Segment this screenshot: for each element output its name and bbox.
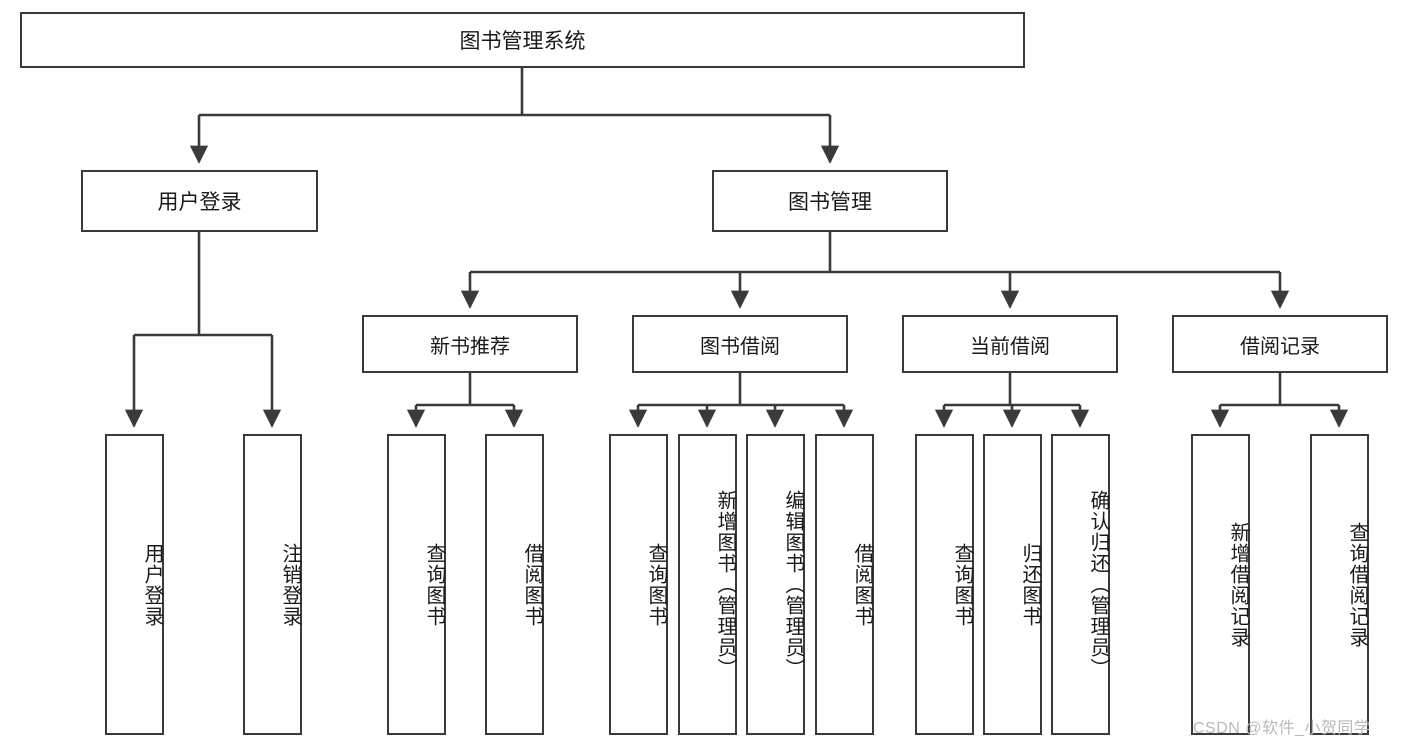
node-leaf-query-book-2-label: 查询图书 xyxy=(645,542,667,627)
node-leaf-edit-book-label: 编辑图书（管理员） xyxy=(782,490,804,679)
node-leaf-query-record-label: 查询借阅记录 xyxy=(1346,521,1368,648)
node-new-book-recommend-label: 新书推荐 xyxy=(430,335,510,358)
node-leaf-borrow-book-2-label: 借阅图书 xyxy=(851,542,873,627)
node-leaf-user-login-label: 用户登录 xyxy=(141,542,163,627)
node-leaf-user-logout[interactable]: 注销登录 xyxy=(243,434,302,735)
node-leaf-add-book[interactable]: 新增图书（管理员） xyxy=(678,434,737,735)
node-leaf-query-book-3-label: 查询图书 xyxy=(951,542,973,627)
node-leaf-edit-book[interactable]: 编辑图书（管理员） xyxy=(746,434,805,735)
node-leaf-query-book-1-label: 查询图书 xyxy=(423,542,445,627)
node-leaf-query-record[interactable]: 查询借阅记录 xyxy=(1310,434,1369,735)
node-borrow-record-label: 借阅记录 xyxy=(1240,335,1320,358)
node-leaf-confirm-return[interactable]: 确认归还（管理员） xyxy=(1051,434,1110,735)
node-leaf-borrow-book-2[interactable]: 借阅图书 xyxy=(815,434,874,735)
node-leaf-borrow-book-1[interactable]: 借阅图书 xyxy=(485,434,544,735)
node-book-manage[interactable]: 图书管理 xyxy=(712,170,948,232)
watermark: CSDN @软件_小贺同学 xyxy=(1193,720,1371,737)
node-leaf-return-book-label: 归还图书 xyxy=(1019,542,1041,627)
node-book-borrow[interactable]: 图书借阅 xyxy=(632,315,848,373)
node-book-borrow-label: 图书借阅 xyxy=(700,335,780,358)
node-root-label: 图书管理系统 xyxy=(459,30,586,53)
node-current-borrow[interactable]: 当前借阅 xyxy=(902,315,1118,373)
node-leaf-borrow-book-1-label: 借阅图书 xyxy=(521,542,543,627)
node-new-book-recommend[interactable]: 新书推荐 xyxy=(362,315,578,373)
node-user-login-label: 用户登录 xyxy=(157,191,242,214)
node-current-borrow-label: 当前借阅 xyxy=(970,335,1050,358)
node-leaf-query-book-1[interactable]: 查询图书 xyxy=(387,434,446,735)
node-leaf-add-book-label: 新增图书（管理员） xyxy=(714,490,736,679)
node-leaf-user-login[interactable]: 用户登录 xyxy=(105,434,164,735)
node-leaf-return-book[interactable]: 归还图书 xyxy=(983,434,1042,735)
node-root[interactable]: 图书管理系统 xyxy=(20,12,1025,68)
node-leaf-add-record[interactable]: 新增借阅记录 xyxy=(1191,434,1250,735)
node-leaf-query-book-2[interactable]: 查询图书 xyxy=(609,434,668,735)
node-leaf-add-record-label: 新增借阅记录 xyxy=(1227,521,1249,648)
node-borrow-record[interactable]: 借阅记录 xyxy=(1172,315,1388,373)
node-leaf-query-book-3[interactable]: 查询图书 xyxy=(915,434,974,735)
node-user-login[interactable]: 用户登录 xyxy=(81,170,318,232)
node-book-manage-label: 图书管理 xyxy=(788,191,872,214)
node-leaf-confirm-return-label: 确认归还（管理员） xyxy=(1087,490,1109,679)
node-leaf-user-logout-label: 注销登录 xyxy=(279,542,301,627)
